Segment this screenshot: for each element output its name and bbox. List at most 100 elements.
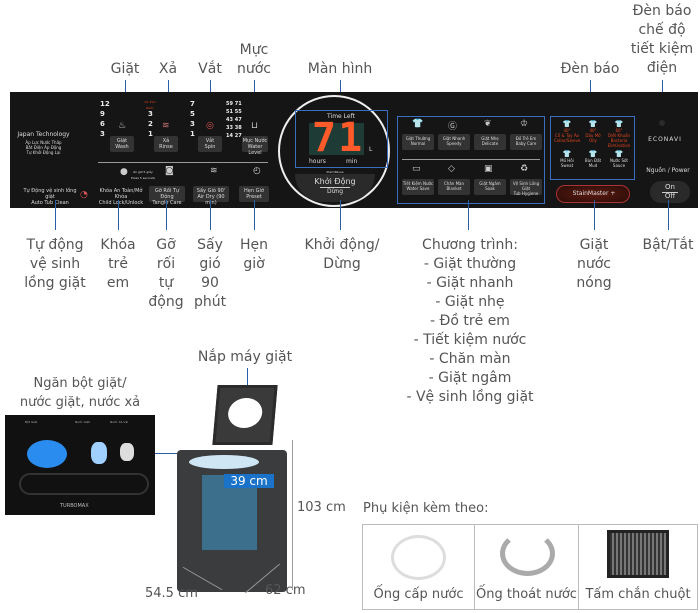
accessory-drain-hose: Ống thoát nước	[474, 524, 579, 610]
label-start-stop: Khởi động/Dừng	[304, 237, 380, 272]
program-icon: ❦	[484, 119, 492, 129]
label-spin: Vắt	[198, 61, 222, 77]
program-icon: ▭	[412, 164, 421, 174]
hot-wash-indicators	[550, 116, 635, 180]
air-dry-icon: ≋	[210, 166, 218, 176]
label-drawer: Ngăn bột giặt/nước giặt, nước xả	[19, 376, 141, 410]
turbomax-logo: TURBOMAX	[60, 503, 89, 509]
child-lock-note: ấn giữ 5 giây Press 5 seconds	[131, 170, 155, 180]
drain-hose-image	[500, 531, 555, 576]
label-programs: Chương trình:- Giặt thường- Giặt nhanh- …	[406, 237, 534, 405]
timer-icon: ◴	[253, 166, 261, 176]
time-left-label: Time Left	[327, 113, 355, 120]
rodent-guard-image	[607, 530, 669, 578]
stainmaster-label: StainMaster +	[572, 190, 616, 197]
detergent-cap	[27, 440, 67, 468]
program-list-item: - Đồ trẻ em	[430, 313, 510, 329]
tangle-icon: ◙	[165, 166, 174, 176]
rinse-cap	[120, 443, 134, 461]
on-label: On	[665, 183, 675, 191]
power-clean-icon: ◔	[80, 190, 88, 200]
softener-cap	[91, 442, 107, 464]
led-screen: 71	[309, 115, 364, 161]
program-icon: ◇	[448, 164, 455, 174]
stainmaster-button[interactable]: StainMaster +	[556, 185, 630, 203]
height-value: 103 cm	[297, 500, 346, 515]
wash-icon: ♨	[118, 121, 127, 131]
start-label: Khởi Động	[314, 177, 356, 186]
econavi-logo: ECONAVI	[648, 136, 682, 143]
unit: L	[369, 146, 373, 153]
program-list-item: - Giặt nhanh	[426, 275, 514, 291]
display-ring	[278, 95, 390, 207]
label-display: Màn hình	[307, 61, 373, 77]
lid-open	[212, 385, 278, 445]
rinse-overflow: Xả Tràn Nước	[144, 100, 156, 110]
program-list-item: - Chăn màn	[429, 351, 511, 367]
water-level-icon: ⊔	[251, 121, 259, 131]
height-arrow	[292, 440, 293, 590]
power-label: Nguồn / Power	[646, 167, 690, 174]
brand-title: Japan Technology	[17, 131, 70, 138]
start-stop-button[interactable]: Khởi Động Dừng	[295, 174, 375, 202]
program-icon: ♻	[520, 164, 529, 174]
accessories-title: Phụ kiện kèm theo:	[363, 501, 489, 516]
air-dry-button[interactable]: Sấy Gió 90'Air Dry (90 min)	[193, 186, 229, 206]
program-icon: Ⓖ	[448, 122, 458, 132]
min-label: min	[346, 158, 358, 165]
off-label: Off	[664, 192, 676, 200]
program-group	[397, 116, 545, 204]
program-list-item: - Giặt ngâm	[428, 370, 512, 386]
label-indicator: Đèn báo	[560, 61, 620, 77]
program-list-item: - Tiết kiệm nước	[413, 332, 527, 348]
label-rinse: Xả	[158, 61, 178, 77]
eco-led	[659, 120, 665, 126]
tub-diameter: 39 cm	[224, 474, 274, 488]
power-button[interactable]: On Off	[650, 181, 690, 203]
spin-icon: ◎	[206, 121, 214, 131]
depth-value: 62 cm	[265, 583, 306, 598]
accessory-rodent-guard: Tấm chắn chuột	[578, 524, 698, 610]
label-power: Bật/Tắt	[642, 237, 694, 253]
program-icon: ▣	[484, 164, 493, 174]
start-pause-label: Start/Pause	[326, 170, 344, 174]
hours-label: hours	[309, 158, 326, 165]
rinse-icon: ≋	[162, 121, 170, 131]
program-icon: ♔	[520, 119, 529, 129]
program-list-item: - Giặt nhẹ	[435, 294, 505, 310]
accessory-inlet-hose: Ống cấp nước	[362, 524, 475, 610]
